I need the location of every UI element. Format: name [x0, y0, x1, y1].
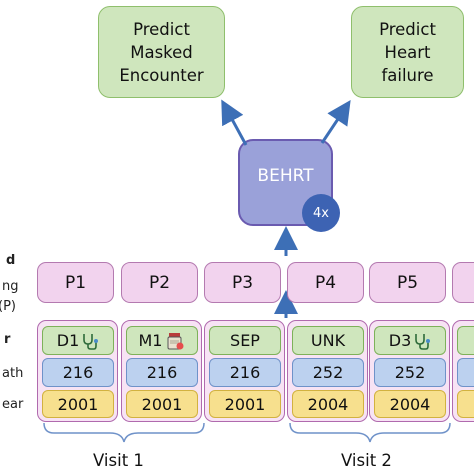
arrow-to-heart-failure — [320, 100, 351, 144]
code-cell-3: SEP — [209, 326, 281, 355]
year-cell-5: 2004 — [374, 390, 446, 418]
behrt-model-label: BEHRT — [257, 165, 314, 186]
row-label-2: ng — [2, 279, 19, 294]
code-cell-5: D3 — [374, 326, 446, 355]
age-label: 216 — [229, 363, 261, 382]
position-label: P5 — [396, 272, 419, 293]
pill-bottle-icon — [167, 332, 184, 349]
row-label-1: d — [6, 253, 16, 268]
row-label-6: ear — [2, 397, 24, 412]
code-label: SEP — [230, 331, 260, 350]
code-cell-partial — [457, 326, 474, 355]
age-cell-3: 216 — [209, 358, 281, 387]
layer-count-label: 4x — [313, 205, 329, 221]
year-cell-2: 2001 — [126, 390, 198, 418]
position-box-p3: P3 — [204, 262, 281, 303]
age-cell-4: 252 — [292, 358, 364, 387]
arrow-to-masked-encounter — [221, 99, 248, 146]
predict-heart-failure-label: Predict Heart failure — [379, 19, 436, 85]
visit-1-brace — [43, 422, 205, 443]
age-cell-partial — [457, 358, 474, 387]
age-cell-1: 216 — [42, 358, 114, 387]
visit-2-label: Visit 2 — [341, 451, 392, 470]
code-cell-4: UNK — [292, 326, 364, 355]
year-cell-4: 2004 — [292, 390, 364, 418]
predict-heart-failure-box: Predict Heart failure — [351, 6, 464, 98]
year-cell-partial — [457, 390, 474, 418]
stethoscope-icon — [415, 333, 431, 350]
year-cell-1: 2001 — [42, 390, 114, 418]
position-label: P1 — [64, 272, 87, 293]
row-label-3: (P) — [0, 299, 16, 314]
position-box-partial — [452, 262, 474, 303]
position-label: P3 — [231, 272, 254, 293]
year-cell-3: 2001 — [209, 390, 281, 418]
year-label: 2001 — [57, 394, 99, 414]
visit-1-label: Visit 1 — [93, 451, 144, 470]
year-label: 2004 — [307, 394, 349, 414]
year-label: 2001 — [224, 394, 266, 414]
position-box-p2: P2 — [121, 262, 198, 303]
position-label: P4 — [314, 272, 337, 293]
stethoscope-icon — [83, 333, 99, 350]
code-cell-2: M1 — [126, 326, 198, 355]
code-cell-1: D1 — [42, 326, 114, 355]
visit-2-brace — [289, 422, 451, 443]
age-label: 252 — [312, 363, 344, 382]
age-label: 216 — [146, 363, 178, 382]
position-label: P2 — [148, 272, 171, 293]
age-cell-5: 252 — [374, 358, 446, 387]
position-box-p5: P5 — [369, 262, 446, 303]
position-box-p4: P4 — [287, 262, 364, 303]
predict-masked-encounter-box: Predict Masked Encounter — [98, 6, 225, 98]
year-label: 2004 — [389, 394, 431, 414]
year-label: 2001 — [141, 394, 183, 414]
predict-masked-encounter-label: Predict Masked Encounter — [119, 19, 204, 85]
age-label: 252 — [394, 363, 426, 382]
code-label: D3 — [388, 331, 412, 350]
age-label: 216 — [62, 363, 94, 382]
layer-count-badge: 4x — [302, 194, 340, 232]
age-cell-2: 216 — [126, 358, 198, 387]
code-label: D1 — [56, 331, 80, 350]
row-label-4: r — [4, 332, 11, 347]
code-label: M1 — [138, 331, 163, 350]
code-label: UNK — [310, 331, 346, 350]
row-label-5: ath — [2, 366, 24, 381]
position-box-p1: P1 — [37, 262, 114, 303]
